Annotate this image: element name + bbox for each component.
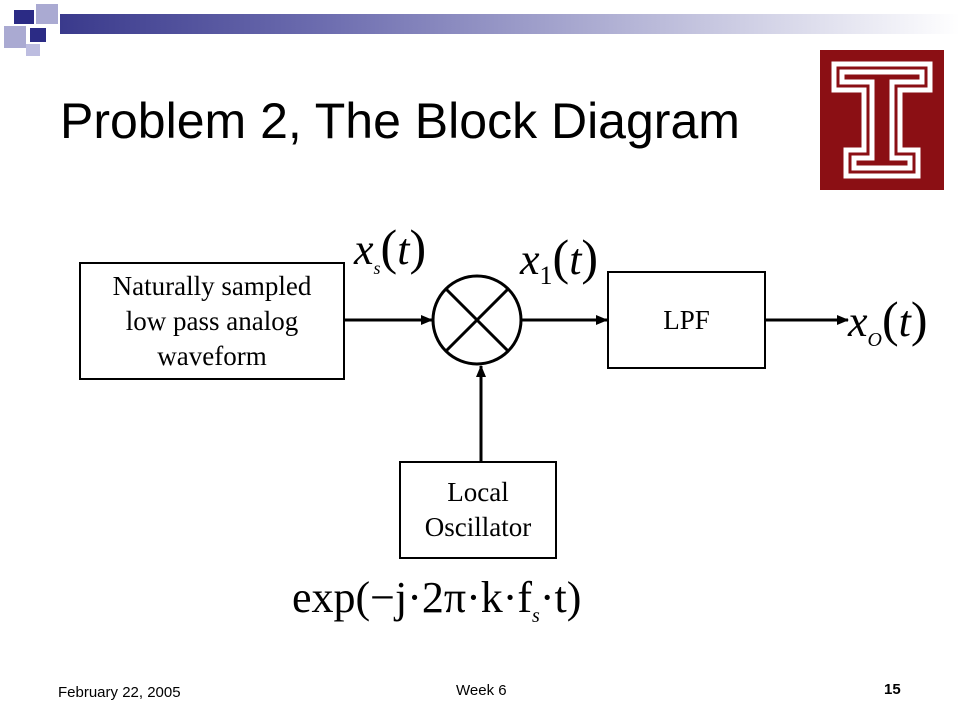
- corner-square-light: [26, 44, 40, 56]
- xo-var: x: [848, 297, 868, 346]
- temple-t-logo: [820, 50, 944, 190]
- footer-page-number: 15: [884, 681, 901, 698]
- title-gradient-bar: [60, 14, 960, 34]
- footer-date: February 22, 2005: [58, 684, 181, 701]
- lpf-label: LPF: [663, 304, 710, 335]
- corner-square-dark: [14, 10, 34, 24]
- source-block-line2: low pass analog: [125, 305, 299, 336]
- xo-sub: O: [867, 328, 882, 351]
- multiplier-icon: [431, 274, 523, 366]
- signal-label-xs: xs(t): [354, 219, 427, 278]
- lpf-block: LPF: [607, 271, 766, 369]
- corner-square-light: [4, 26, 26, 48]
- lo-sub: s: [532, 604, 540, 627]
- xs-arg: t: [397, 225, 410, 274]
- xo-arg: t: [898, 297, 911, 346]
- x1-var: x: [520, 235, 540, 284]
- source-block-line1: Naturally sampled: [112, 270, 312, 301]
- local-oscillator-block: Local Oscillator: [399, 461, 557, 559]
- oscillator-line1: Local: [447, 477, 509, 507]
- footer-week: Week 6: [456, 682, 507, 699]
- signal-label-x1: x1(t): [520, 229, 599, 290]
- oscillator-expression: exp(−j·2π·k·fs·t): [292, 572, 581, 628]
- corner-square-dark: [30, 28, 46, 42]
- source-block: Naturally sampled low pass analog wavefo…: [79, 262, 345, 380]
- corner-square-light: [36, 4, 58, 24]
- xs-sub: s: [373, 257, 381, 278]
- source-block-line3: waveform: [157, 340, 267, 371]
- signal-label-xo: xO(t): [848, 291, 928, 351]
- lo-tail: ·t): [539, 573, 582, 622]
- slide-title: Problem 2, The Block Diagram: [60, 93, 740, 149]
- x1-arg: t: [569, 235, 582, 284]
- xs-var: x: [354, 225, 374, 274]
- x1-sub: 1: [539, 260, 553, 290]
- lo-expr: exp(−j·2π·k·f: [292, 573, 533, 622]
- oscillator-line2: Oscillator: [424, 512, 532, 542]
